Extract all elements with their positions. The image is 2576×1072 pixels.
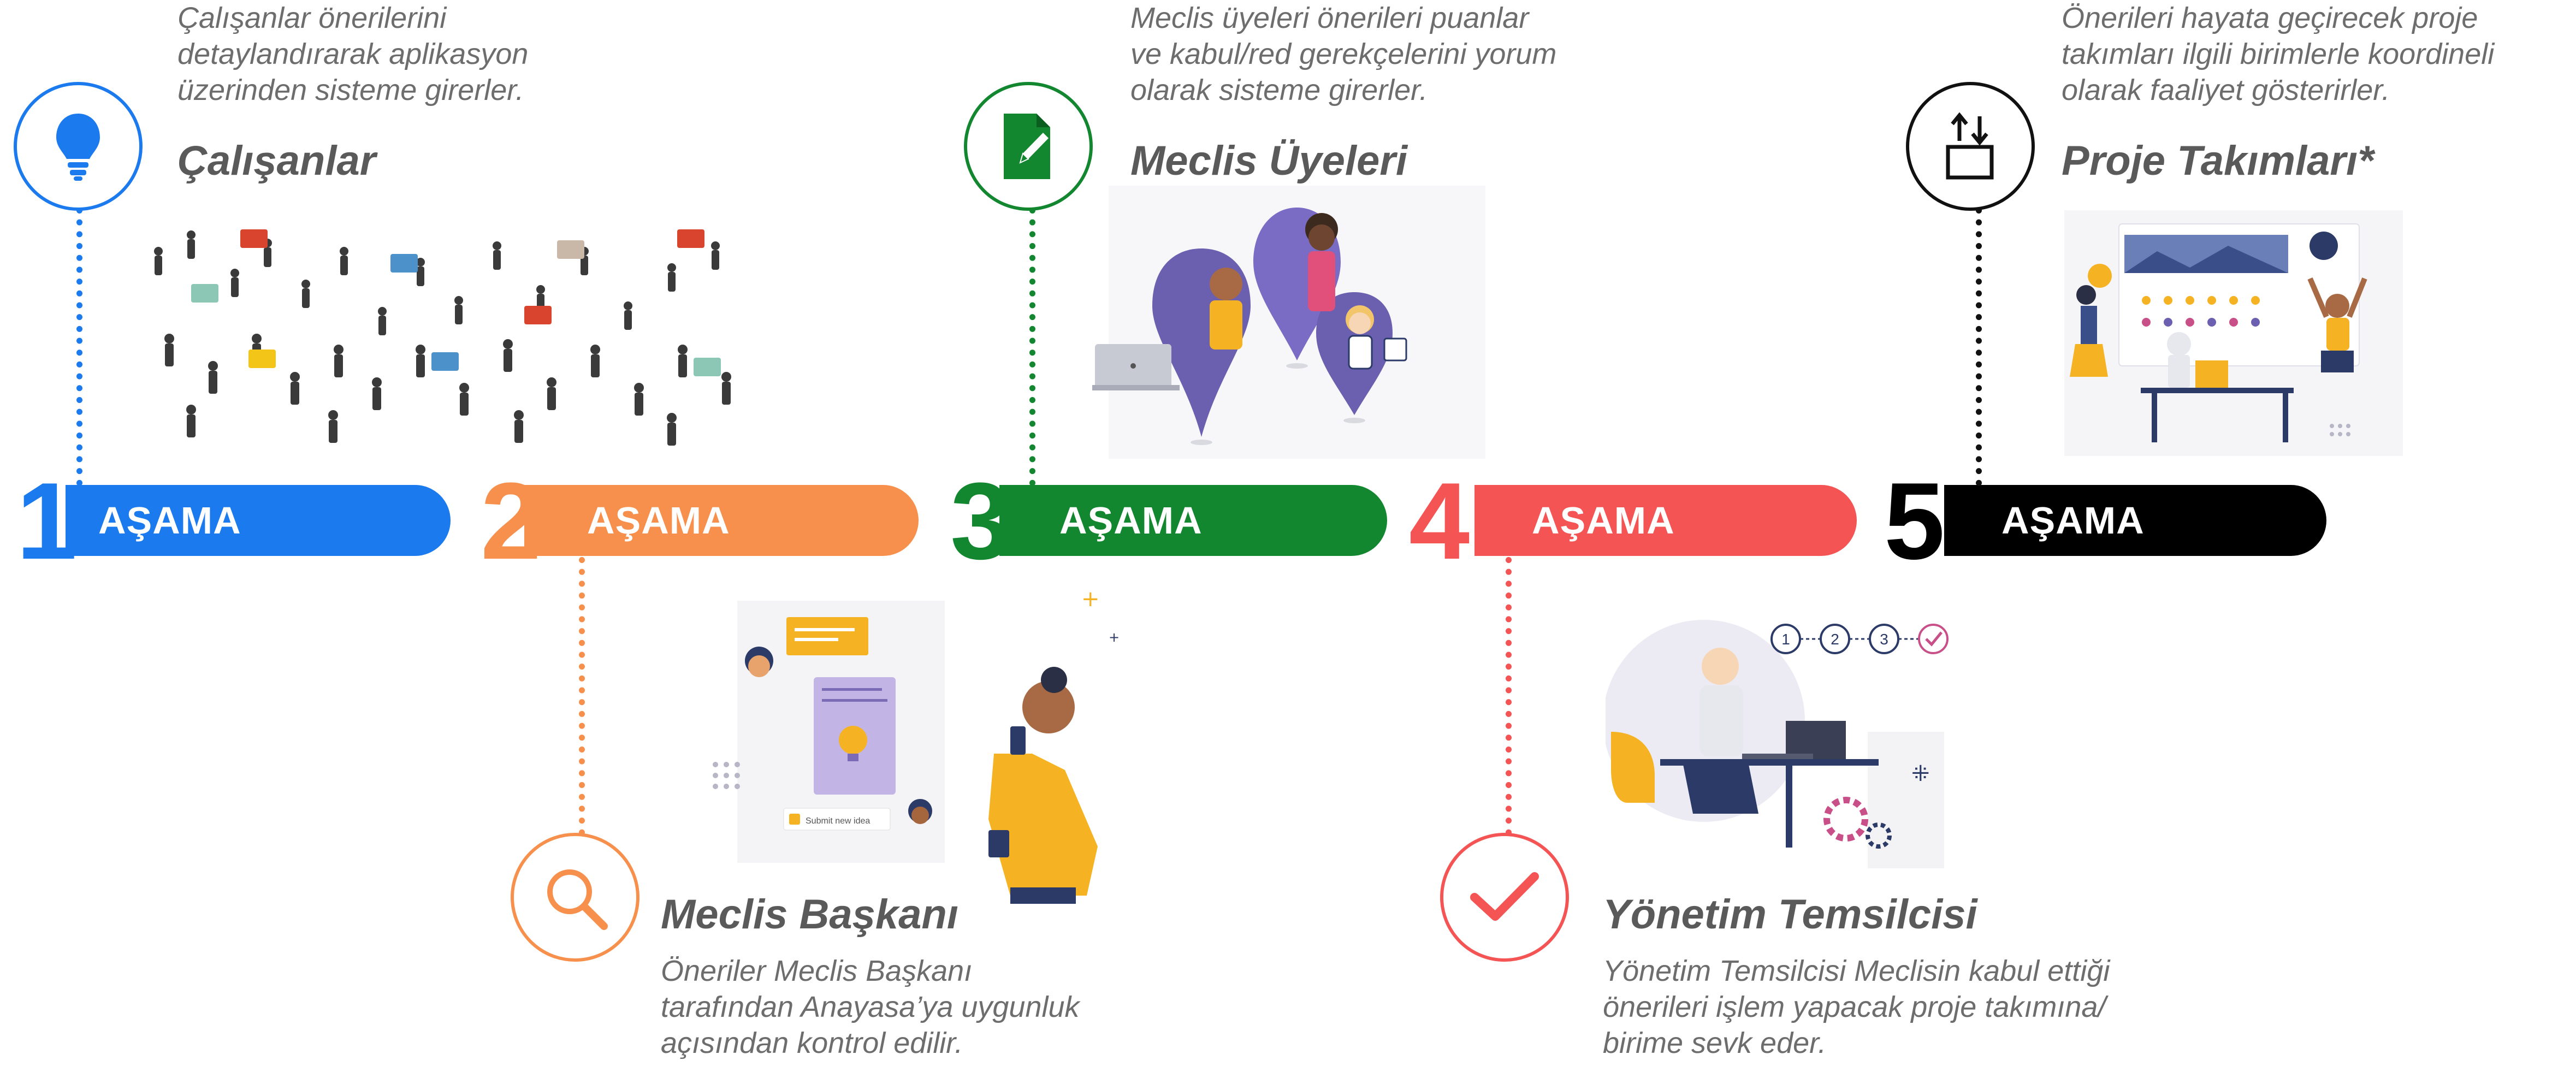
magnifier-icon bbox=[547, 869, 608, 930]
stage-3-bar bbox=[999, 485, 1387, 556]
yonetim-temsilcisi-illustration: 1 2 3 ⁜ bbox=[1606, 620, 1949, 849]
stage-1-icon-circle bbox=[14, 82, 143, 211]
stage-5-icon-circle bbox=[1906, 82, 2035, 211]
stage-2-label: AŞAMA bbox=[587, 499, 730, 542]
stage-4-label: AŞAMA bbox=[1532, 499, 1675, 542]
lightbulb-icon bbox=[56, 114, 100, 181]
stage-4-connector bbox=[1506, 557, 1512, 836]
calisanlar-description: Çalışanlar önerilerini detaylandırarak a… bbox=[177, 2, 529, 106]
transfer-box-icon bbox=[1946, 112, 1994, 180]
document-pen-icon bbox=[1004, 114, 1050, 179]
crowd-illustration bbox=[154, 229, 731, 446]
meclis-baskani-illustration: Submit new idea + + bbox=[713, 590, 1120, 904]
step-2-label: 2 bbox=[1831, 631, 1839, 648]
calisanlar-title: Çalışanlar bbox=[177, 138, 376, 184]
stage-3-label: AŞAMA bbox=[1059, 499, 1203, 542]
stage-5-connector bbox=[1976, 208, 1982, 486]
stage-1-connector bbox=[76, 208, 82, 486]
stage-1-number: 1 bbox=[16, 460, 78, 582]
stage-2-icon-circle bbox=[511, 833, 639, 962]
proje-takimlari-title: Proje Takımları* bbox=[2062, 138, 2374, 184]
proje-takimlari-description: Önerileri hayata geçirecek proje takımla… bbox=[2062, 2, 2495, 106]
stage-4-number: 4 bbox=[1409, 460, 1470, 582]
stage-5-bar bbox=[1944, 485, 2326, 556]
stage-3-number: 3 bbox=[950, 460, 1011, 582]
stage-2-number: 2 bbox=[481, 460, 542, 582]
yonetim-temsilcisi-description: Yönetim Temsilcisi Meclisin kabul ettiği… bbox=[1603, 955, 2110, 1059]
stage-5-number: 5 bbox=[1884, 460, 1945, 582]
stage-2-bar bbox=[524, 485, 919, 556]
step-1-label: 1 bbox=[1781, 631, 1790, 648]
proje-takimlari-illustration bbox=[2070, 223, 2367, 442]
svg-text:+: + bbox=[1109, 630, 1120, 645]
svg-text:⁜: ⁜ bbox=[1911, 761, 1930, 786]
meclis-uyeleri-description: Meclis üyeleri önerileri puanlar ve kabu… bbox=[1130, 2, 1557, 106]
stage-2-connector bbox=[579, 557, 585, 836]
submit-new-idea-text: Submit new idea bbox=[806, 816, 870, 826]
meclis-baskani-description: Öneriler Meclis Başkanı tarafından Anaya… bbox=[661, 955, 1080, 1059]
step-3-label: 3 bbox=[1880, 631, 1888, 648]
svg-text:+: + bbox=[1081, 590, 1100, 612]
meclis-uyeleri-title: Meclis Üyeleri bbox=[1130, 138, 1407, 184]
stage-1-bar bbox=[66, 485, 451, 556]
meclis-uyeleri-illustration bbox=[1092, 208, 1407, 445]
stage-5-label: AŞAMA bbox=[2001, 499, 2145, 542]
yonetim-temsilcisi-title: Yönetim Temsilcisi bbox=[1603, 891, 1977, 938]
meclis-baskani-title: Meclis Başkanı bbox=[661, 891, 958, 938]
process-steps: 1 2 3 bbox=[1770, 624, 1949, 654]
checkmark-icon bbox=[1470, 872, 1539, 921]
yonetim-bg bbox=[1868, 732, 1944, 868]
stage-1-label: AŞAMA bbox=[98, 499, 241, 542]
stage-4-icon-circle bbox=[1440, 833, 1569, 962]
stage-3-icon-circle bbox=[964, 82, 1093, 211]
stage-4-bar bbox=[1474, 485, 1857, 556]
stage-3-connector bbox=[1029, 208, 1035, 486]
